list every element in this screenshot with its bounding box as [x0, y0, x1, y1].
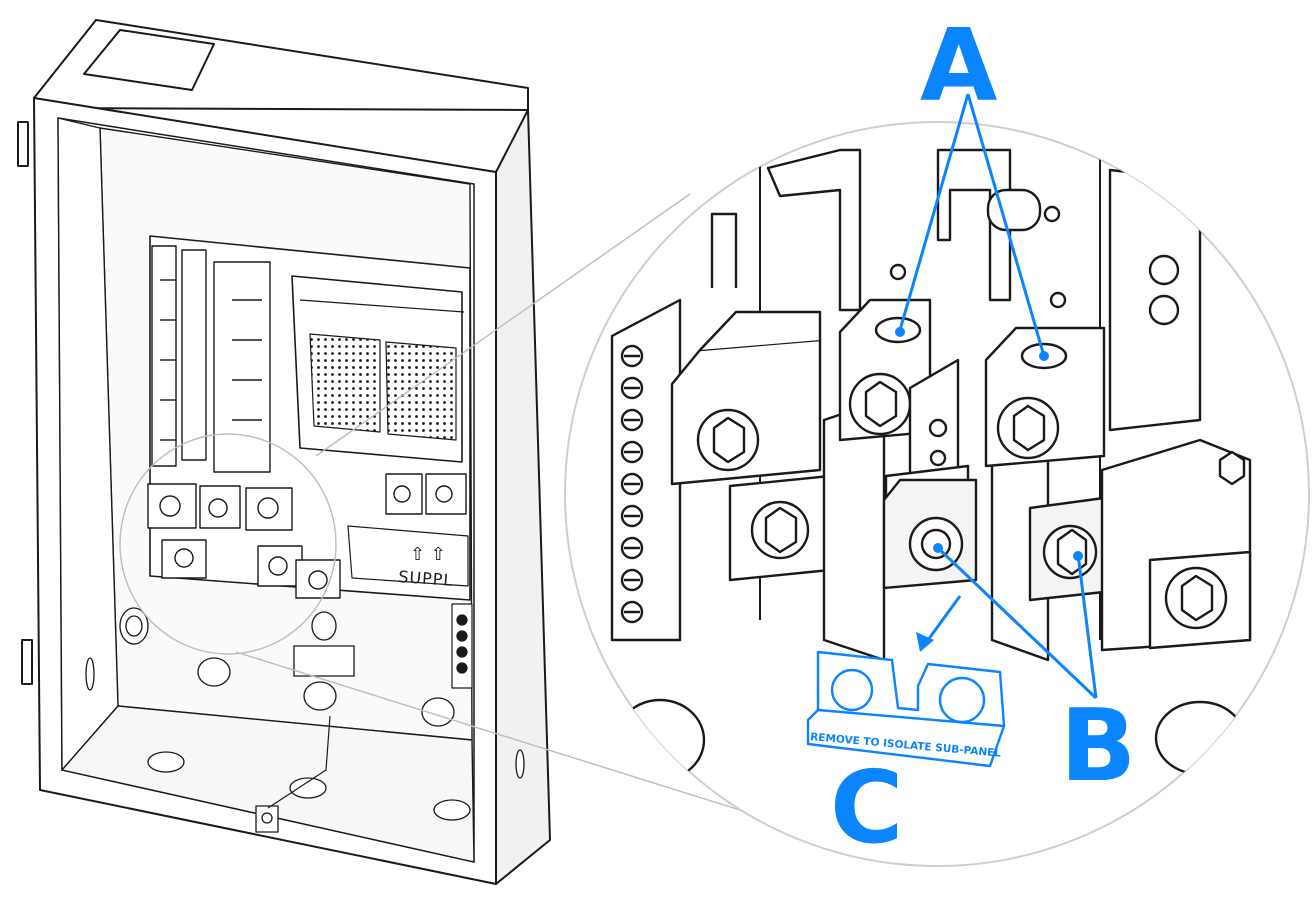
stud-3: [1049, 291, 1067, 309]
right-hex-bolt: [1218, 450, 1246, 486]
supply-plate: [347, 525, 469, 587]
leader-b-2: [1076, 553, 1098, 699]
left-breaker-bus: [151, 245, 271, 473]
upper-bracket: [766, 148, 862, 312]
callout-c: C: [830, 749, 903, 866]
supply-arrows: ⇧ ⇧: [410, 544, 446, 565]
lug-a2: [984, 326, 1106, 468]
callout-b: B: [1060, 687, 1136, 804]
hinge-top: [17, 121, 29, 167]
removal-arrow-shaft: [926, 595, 962, 641]
supply-label: SUPPL: [398, 567, 454, 590]
leader-b-1: [936, 546, 1098, 700]
lower-lug-row: [147, 473, 467, 599]
zoom-knockout-left: [614, 698, 706, 782]
leader-b-1-dot: [933, 543, 943, 553]
enclosure-floor: [61, 705, 475, 863]
enclosure-right-side: [495, 109, 551, 885]
removable-isolation-link: [806, 650, 1006, 768]
removal-arrow-head: [916, 632, 934, 652]
lug-left-upper: [670, 212, 822, 486]
zoom-line-top: [315, 193, 691, 457]
floor-wire: [267, 715, 331, 809]
stud-1: [1043, 205, 1061, 223]
lug-right: [1100, 438, 1252, 652]
hex-nut-far-right-2: [1148, 294, 1180, 326]
zoom-line-bottom: [235, 651, 741, 811]
leader-a-1-dot: [895, 327, 905, 337]
leader-a-1: [898, 93, 970, 331]
callout-a: A: [920, 7, 997, 124]
hinge-bottom: [21, 639, 33, 685]
zoom-connectors: [119, 193, 741, 811]
zoom-source-circle: [119, 433, 337, 655]
leader-b-2-dot: [1073, 551, 1083, 561]
leader-a-2-dot: [1039, 351, 1049, 361]
lug-a1: [838, 298, 932, 442]
enclosure-top-flap: [83, 29, 215, 91]
slot: [986, 188, 1042, 232]
lug-left-lower: [728, 474, 832, 582]
callout-leaders: [898, 93, 1098, 700]
ground-bar: [451, 603, 473, 689]
hex-nut-far-right: [1148, 254, 1180, 286]
zoom-knockout-right: [1154, 700, 1246, 776]
lug-b2: [1028, 496, 1106, 602]
stud-2: [889, 263, 907, 281]
leader-a-2: [966, 93, 1046, 357]
controller-module: [291, 275, 465, 463]
enclosure-overview: [17, 19, 551, 885]
neutral-bar: [610, 298, 682, 642]
knockouts: [85, 607, 525, 833]
